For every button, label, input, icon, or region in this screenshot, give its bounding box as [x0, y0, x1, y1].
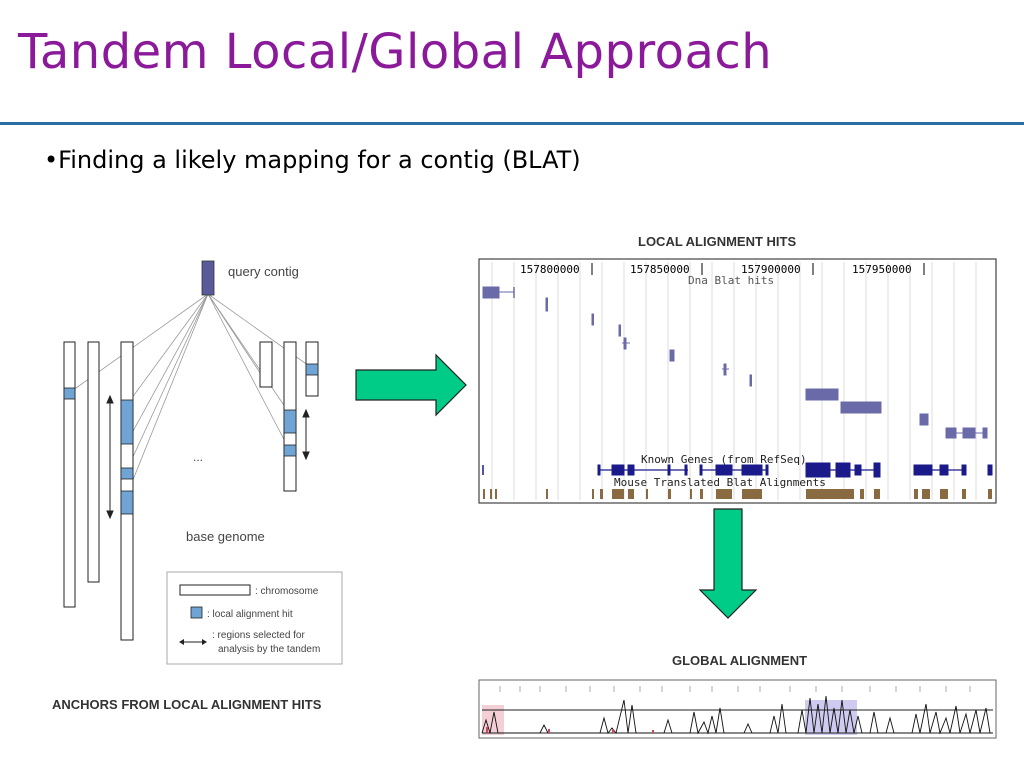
region-arrows [106, 394, 310, 520]
ellipsis: ... [193, 450, 203, 464]
query-contig-block [201, 260, 215, 296]
chromosome-4 [259, 341, 273, 388]
global-frame [478, 679, 997, 739]
ruler-tick-label: 157850000 [630, 263, 690, 276]
legend-chromosome-swatch [179, 584, 251, 596]
legend-region-label-1: : regions selected for [212, 630, 305, 641]
chromosome-1 [63, 341, 76, 608]
hit [120, 490, 134, 515]
anchors-caption: ANCHORS FROM LOCAL ALIGNMENT HITS [52, 697, 322, 712]
dna-blat-track-label: Dna Blat hits [688, 274, 774, 287]
known-genes [482, 462, 993, 478]
local-heading: LOCAL ALIGNMENT HITS [638, 234, 796, 249]
legend-hit-label: : local alignment hit [207, 609, 293, 620]
blat-hits [482, 286, 988, 439]
title-divider [0, 122, 1024, 125]
browser-grid [491, 262, 977, 500]
hit [283, 444, 297, 457]
slide-title: Tandem Local/Global Approach [18, 24, 773, 80]
mouse-track-label: Mouse Translated Blat Alignments [614, 476, 826, 489]
chromosome-2 [87, 341, 100, 583]
known-genes-track-label: Known Genes (from RefSeq) [641, 453, 807, 466]
arrow-down [698, 508, 758, 619]
legend: : chromosome : local alignment hit : reg… [166, 571, 343, 665]
global-ticks [499, 686, 971, 692]
hit [283, 409, 297, 434]
local-alignment-panel: LOCAL ALIGNMENT HITS 157800000 157850000… [478, 234, 997, 504]
red-marks [486, 727, 654, 733]
global-signal [481, 695, 993, 735]
arrow-right [355, 353, 467, 417]
base-genome-label: base genome [186, 529, 265, 544]
legend-region-label-2: analysis by the tandem [218, 644, 320, 655]
ruler-tick-label: 157800000 [520, 263, 580, 276]
ruler-tick-label: 157900000 [741, 263, 801, 276]
mouse-alignments [483, 489, 992, 499]
hit [305, 363, 319, 376]
hits [63, 363, 319, 515]
anchors-diagram: query contig ... [52, 260, 343, 712]
bullet-text: •Finding a likely mapping for a contig (… [44, 146, 581, 174]
hit [120, 467, 134, 480]
legend-chromosome-label: : chromosome [255, 586, 319, 597]
global-alignment-panel: GLOBAL ALIGNMENT [478, 653, 997, 739]
mapping-lines [68, 293, 313, 498]
query-contig-label: query contig [228, 264, 299, 279]
hit [63, 387, 76, 400]
position-ruler: 157800000 157850000 157900000 157950000 [520, 263, 925, 276]
hit [120, 399, 134, 445]
ruler-tick-label: 157950000 [852, 263, 912, 276]
global-heading: GLOBAL ALIGNMENT [672, 653, 807, 668]
shade-blue [805, 700, 857, 735]
legend-hit-swatch [190, 606, 203, 619]
